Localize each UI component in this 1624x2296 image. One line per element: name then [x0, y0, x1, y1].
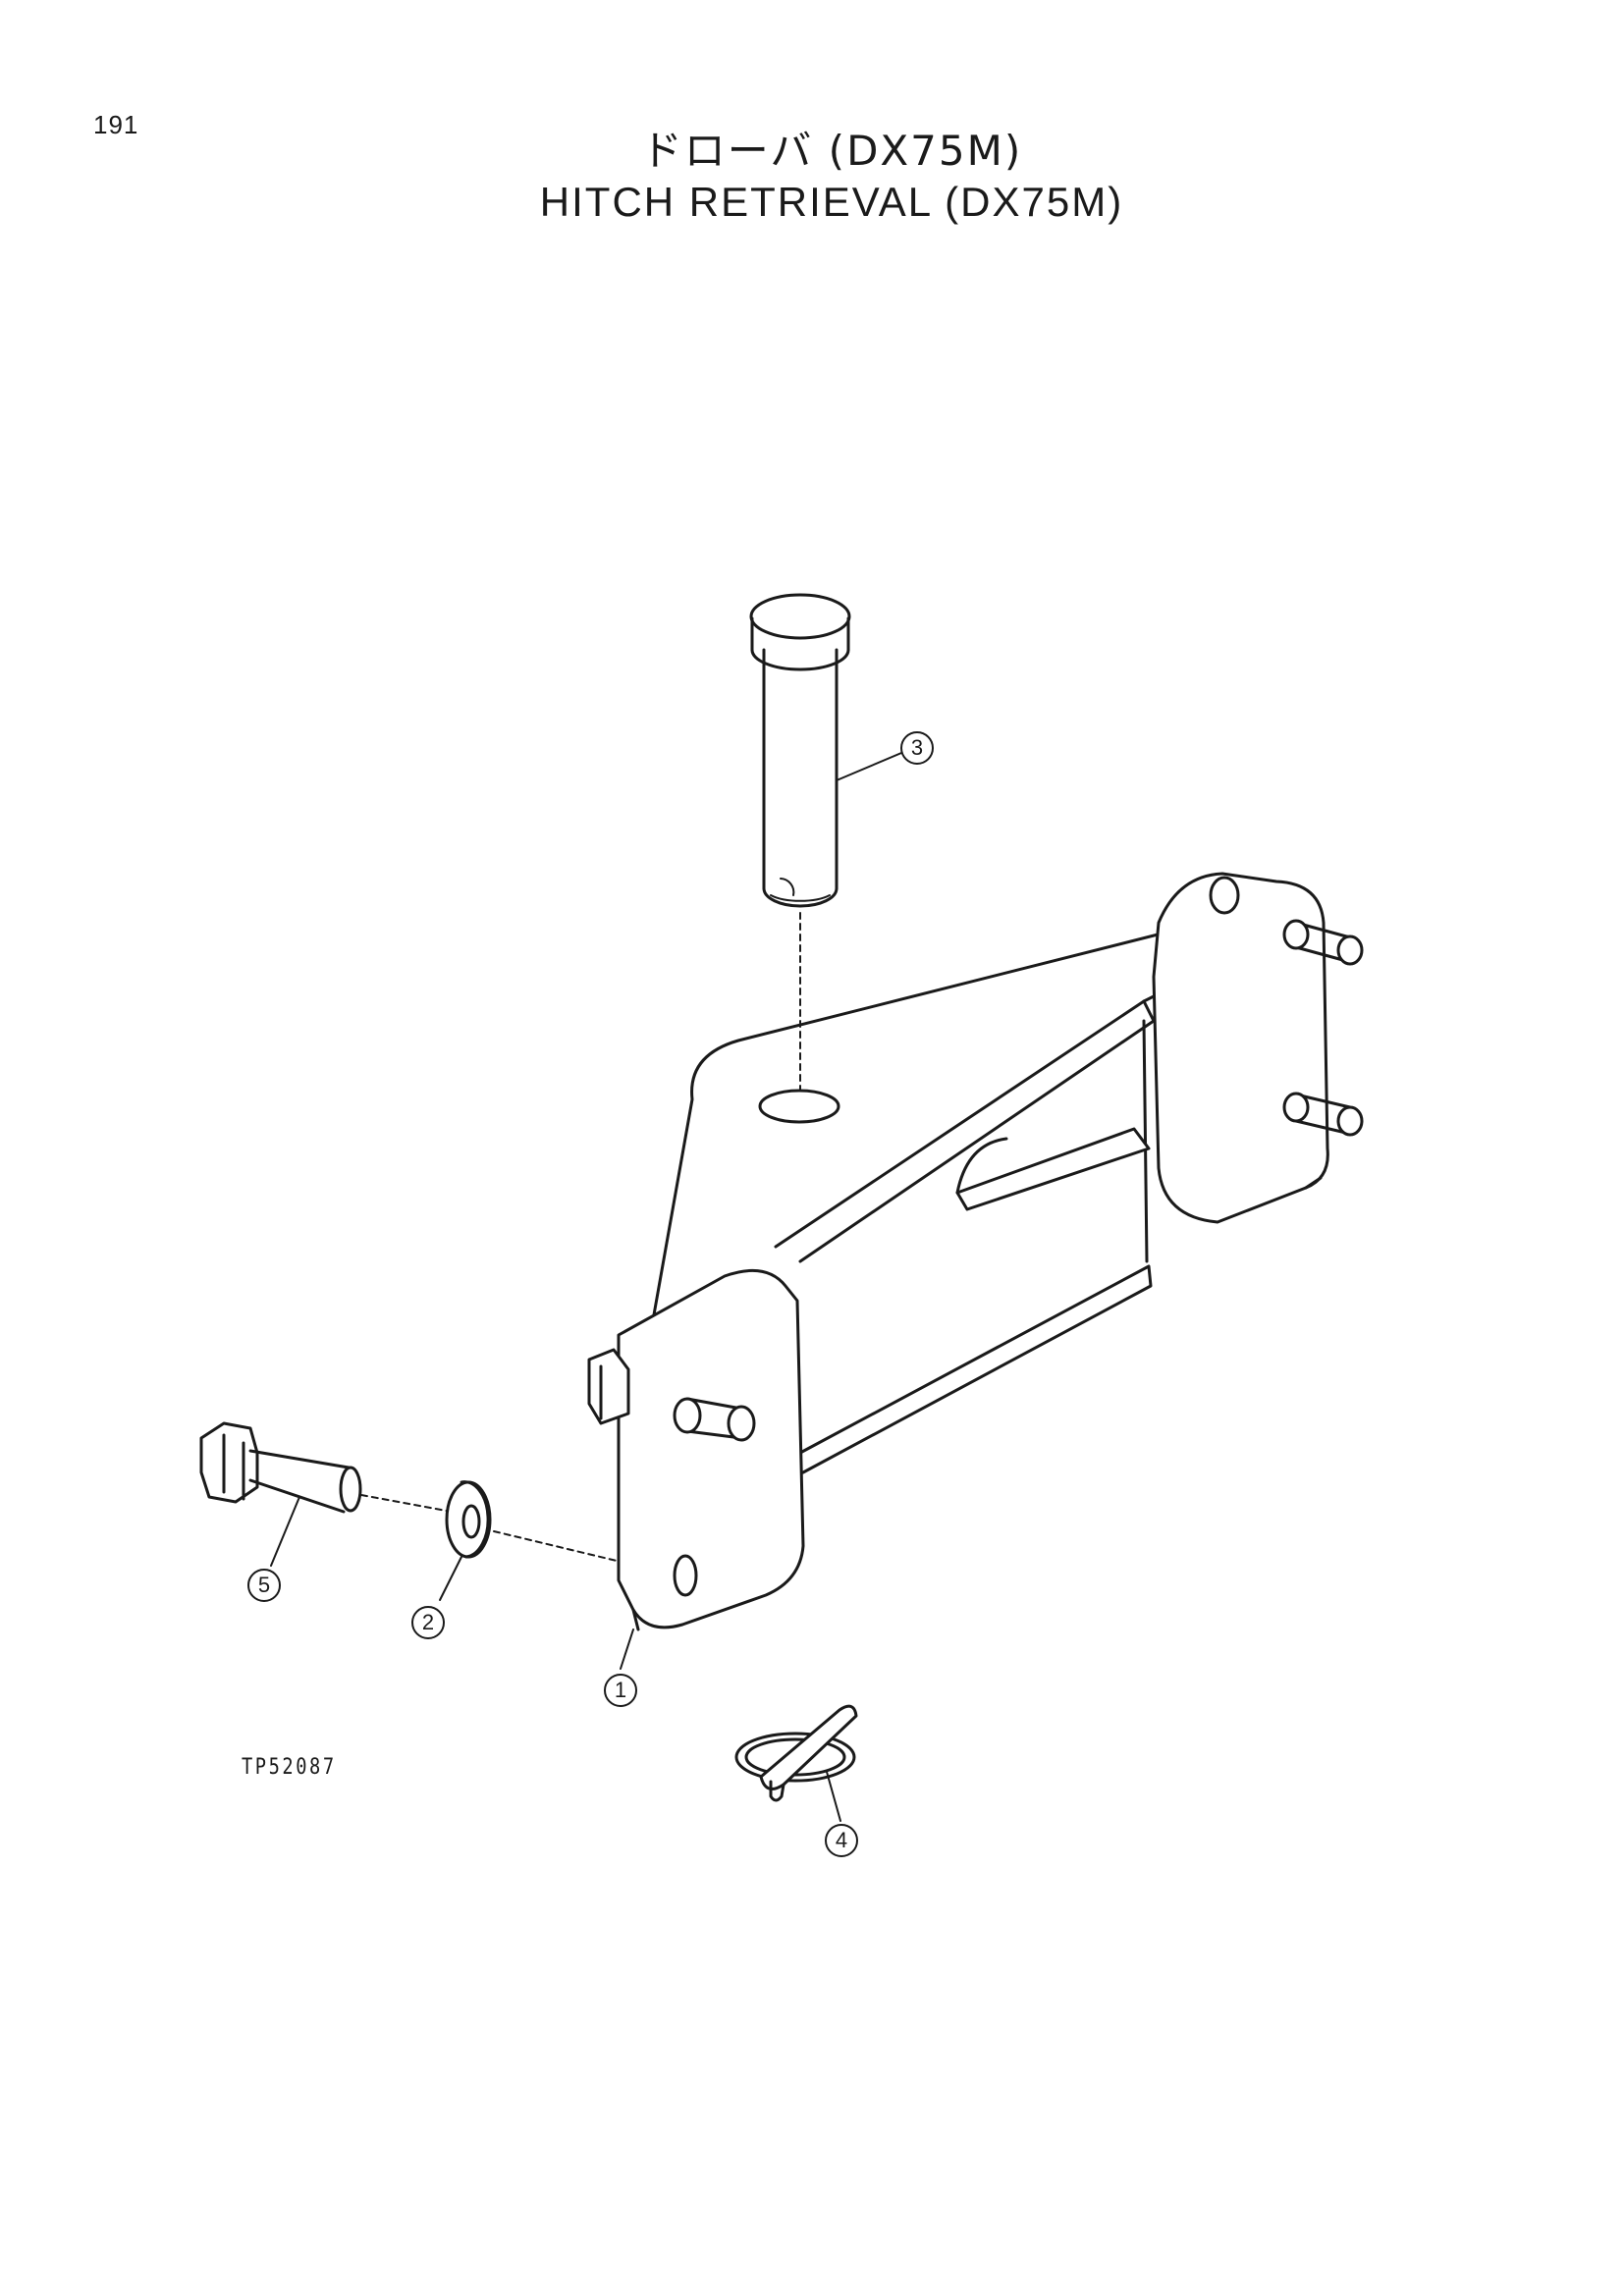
- callout-1: 1: [604, 1674, 637, 1707]
- callout-2: 2: [411, 1606, 445, 1639]
- hitch-frame-part: [587, 872, 1364, 1631]
- callout-4: 4: [825, 1824, 858, 1857]
- callout-5: 5: [247, 1569, 281, 1602]
- washer-axis-dashed-line: [493, 1530, 618, 1562]
- lynch-pin-part: [734, 1704, 858, 1802]
- washer-part: [445, 1480, 492, 1559]
- page-number: 191: [93, 110, 139, 139]
- drawing-code: TP52087: [242, 1755, 337, 1780]
- pin-part: [749, 593, 851, 908]
- leader-5: [270, 1496, 300, 1567]
- leader-4: [826, 1771, 841, 1822]
- leader-1: [620, 1629, 634, 1670]
- bolt-part: [199, 1421, 362, 1514]
- title-block: ドローバ (DX75M) HITCH RETRIEVAL (DX75M): [0, 126, 1624, 228]
- bolt-axis-dashed-line: [360, 1494, 453, 1513]
- title-english: HITCH RETRIEVAL (DX75M): [539, 179, 1124, 225]
- title-japanese: ドローバ (DX75M): [640, 127, 1023, 175]
- callout-3: 3: [900, 731, 934, 765]
- leader-2: [439, 1556, 462, 1601]
